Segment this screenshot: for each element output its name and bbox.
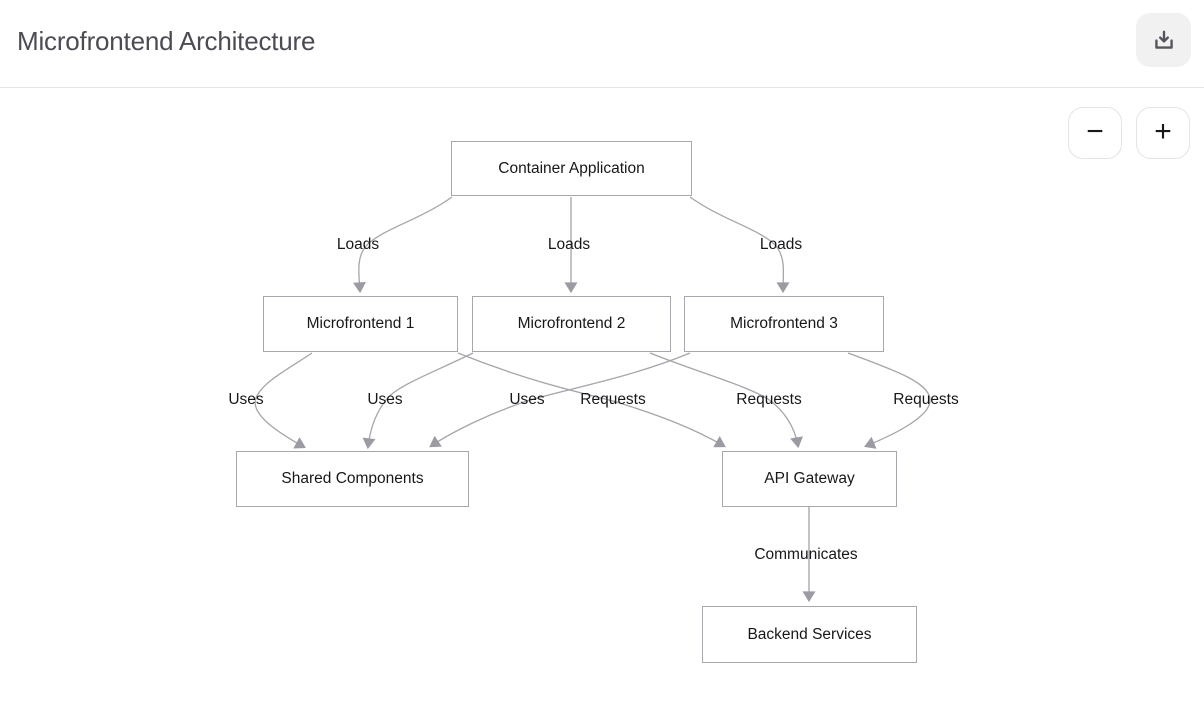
diagram-canvas: − + Container Application Microfronten	[0, 88, 1204, 726]
edge-mf1-shared	[254, 352, 313, 449]
edge-label-loads-3: Loads	[759, 236, 803, 253]
download-icon	[1154, 30, 1173, 49]
plus-icon: +	[1154, 115, 1172, 148]
download-button[interactable]	[1136, 13, 1191, 67]
node-api-gateway: API Gateway	[722, 451, 897, 507]
node-container-application: Container Application	[451, 141, 692, 196]
edge-label-requests-2: Requests	[736, 391, 802, 408]
node-label: Microfrontend 1	[306, 315, 415, 332]
minus-icon: −	[1086, 115, 1104, 148]
node-label: API Gateway	[764, 470, 855, 487]
node-microfrontend-1: Microfrontend 1	[263, 296, 458, 352]
diagram-edges	[254, 196, 931, 603]
node-microfrontend-2: Microfrontend 2	[472, 296, 671, 352]
edge-label-uses-3: Uses	[509, 391, 545, 408]
edge-label-loads-1: Loads	[336, 236, 380, 253]
edge-mf1-gateway	[457, 352, 726, 448]
node-label: Microfrontend 3	[730, 315, 838, 332]
edge-mf2-gateway	[649, 352, 803, 449]
zoom-controls: − +	[1068, 107, 1190, 159]
edge-mf2-shared	[362, 352, 474, 450]
edge-label-requests-1: Requests	[580, 391, 646, 408]
page-title: Microfrontend Architecture	[17, 26, 316, 56]
node-label: Shared Components	[281, 470, 424, 487]
zoom-in-button[interactable]: +	[1136, 107, 1190, 159]
edge-container-mf3	[689, 196, 790, 294]
edge-label-communicates: Communicates	[754, 546, 858, 563]
edge-label-loads-2: Loads	[547, 236, 591, 253]
header: Microfrontend Architecture	[0, 0, 1204, 88]
edge-mf3-gateway	[847, 352, 931, 449]
edge-label-uses-1: Uses	[228, 391, 264, 408]
edge-label-uses-2: Uses	[367, 391, 403, 408]
zoom-out-button[interactable]: −	[1068, 107, 1122, 159]
node-microfrontend-3: Microfrontend 3	[684, 296, 884, 352]
edge-label-requests-3: Requests	[893, 391, 959, 408]
node-shared-components: Shared Components	[236, 451, 469, 507]
node-label: Container Application	[498, 159, 645, 177]
node-backend-services: Backend Services	[702, 606, 917, 663]
edge-mf3-shared	[429, 352, 691, 448]
node-label: Backend Services	[747, 625, 872, 643]
node-label: Microfrontend 2	[517, 315, 626, 332]
edge-container-mf1	[353, 196, 453, 294]
